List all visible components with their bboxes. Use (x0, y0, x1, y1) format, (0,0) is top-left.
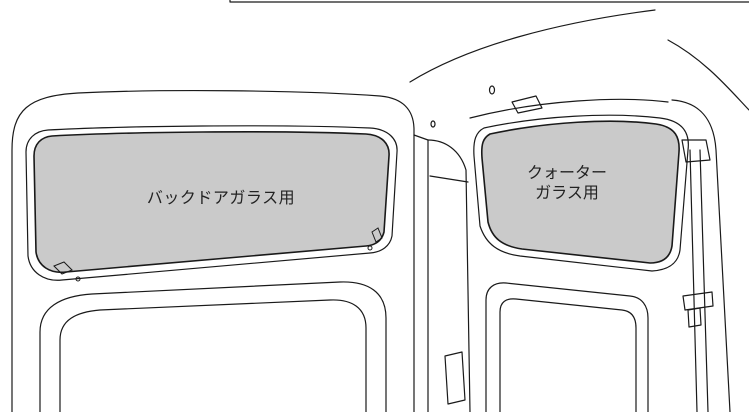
quarter-glass-label-line1: クォーター (526, 163, 607, 182)
quarter-glass-frame (473, 114, 689, 272)
quarter-glass-area (480, 120, 680, 264)
belt-anchor-upper (681, 139, 711, 163)
seatbelt (689, 149, 698, 412)
latch-plate (444, 351, 466, 405)
quarter-panel-top (469, 98, 669, 119)
headliner-curve (409, 9, 656, 83)
rear-pillar (671, 99, 731, 412)
belt-buckle (682, 291, 714, 311)
center-pillar-band (429, 175, 469, 183)
clip-right-hole (367, 245, 373, 251)
back-door-lower-opening (39, 281, 387, 412)
quarter-lower-opening (485, 282, 649, 412)
quarter-glass-label: クォーター ガラス用 (512, 163, 622, 203)
quarter-glass-label-line2: ガラス用 (535, 183, 599, 202)
back-door-lower-inner (59, 299, 367, 412)
back-door-panel (11, 90, 415, 412)
roof-line (229, 0, 749, 3)
roof-hole (488, 85, 496, 95)
clip-right (371, 227, 383, 243)
center-pillar-left (413, 134, 429, 412)
clip-left (53, 261, 73, 275)
back-door-glass-area (33, 131, 390, 274)
back-door-glass-label: バックドアガラス用 (146, 188, 296, 207)
quarter-lower-inner (499, 298, 637, 412)
center-pillar-right (427, 139, 471, 412)
seatbelt-2 (699, 149, 709, 412)
clip-left-hole (75, 276, 81, 282)
pillar-hole (430, 120, 436, 128)
roof-handle (511, 95, 543, 114)
back-door-glass-frame (25, 125, 398, 281)
belt-plate (687, 307, 702, 328)
headliner-curve-2 (667, 39, 749, 111)
